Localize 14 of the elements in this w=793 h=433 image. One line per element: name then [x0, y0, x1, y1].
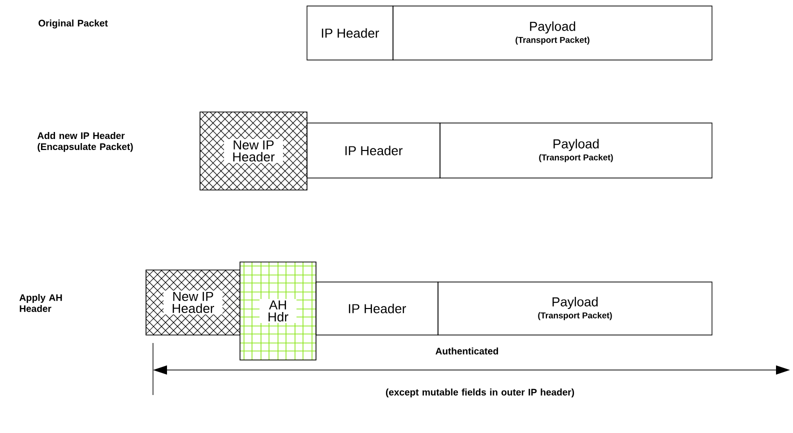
- header-box: New IP Header: [200, 112, 308, 190]
- header-box: Payload (Transport Packet): [392, 6, 712, 60]
- header-box: Payload (Transport Packet): [438, 282, 712, 336]
- header-box: New IP Header: [146, 270, 240, 336]
- header-box: Payload (Transport Packet): [440, 122, 712, 178]
- header-box: IP Header: [306, 122, 440, 178]
- text-label: (except mutable fields in outer IP header): [386, 388, 574, 398]
- text-label: Authenticated: [436, 348, 498, 354]
- header-box: IP Header: [306, 6, 394, 60]
- header-box: IP Header: [316, 282, 438, 336]
- header-box: AH Hdr: [240, 262, 316, 360]
- text-label: Apply AH Header: [19, 294, 62, 312]
- text-label: Original Packet: [38, 20, 108, 28]
- text-label: Add new IP Header (Encapsulate Packet): [37, 132, 133, 152]
